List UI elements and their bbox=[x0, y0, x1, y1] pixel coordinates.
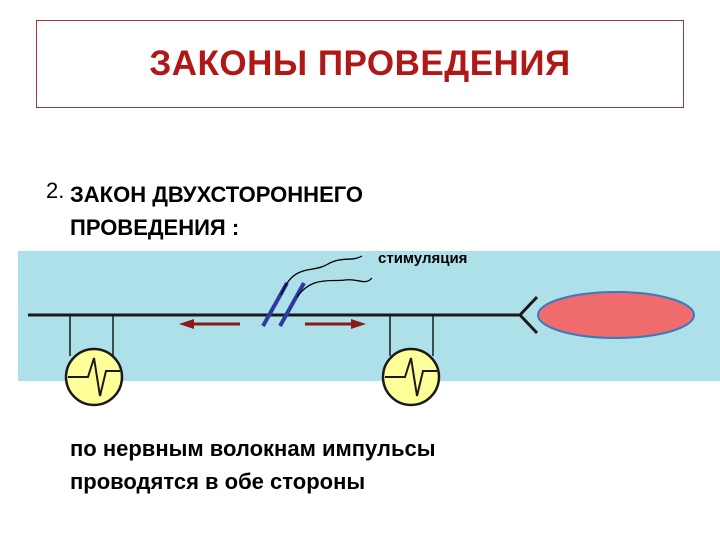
stimulation-wire-1 bbox=[280, 255, 363, 296]
caption-line-1: по нервным волокнам импульсы bbox=[70, 436, 436, 461]
recording-electrodes-left bbox=[69, 315, 114, 356]
arrow-left bbox=[179, 319, 240, 329]
slide-title: ЗАКОНЫ ПРОВЕДЕНИЯ bbox=[149, 44, 571, 83]
arrow-right bbox=[305, 319, 366, 329]
caption: по нервным волокнам импульсы проводятся … bbox=[70, 432, 690, 498]
law-heading-line-1: ЗАКОН ДВУХСТОРОННЕГО bbox=[70, 182, 364, 207]
muscle bbox=[537, 291, 695, 339]
stimulation-label: стимуляция bbox=[378, 250, 468, 267]
oscilloscope-right bbox=[381, 347, 441, 407]
caption-line-2: проводятся в обе стороны bbox=[70, 469, 366, 494]
stimulating-electrode-2 bbox=[278, 282, 306, 327]
law-heading-line-2: ПРОВЕДЕНИЯ : bbox=[70, 215, 240, 240]
stimulation-wire-2 bbox=[296, 277, 373, 298]
oscilloscope-left bbox=[64, 347, 124, 407]
recording-electrodes-right bbox=[389, 315, 434, 356]
title-box: ЗАКОНЫ ПРОВЕДЕНИЯ bbox=[36, 20, 684, 108]
law-heading: ЗАКОН ДВУХСТОРОННЕГО ПРОВЕДЕНИЯ : bbox=[70, 178, 550, 244]
nerve-ending bbox=[517, 295, 539, 335]
law-number: 2. bbox=[46, 178, 65, 203]
